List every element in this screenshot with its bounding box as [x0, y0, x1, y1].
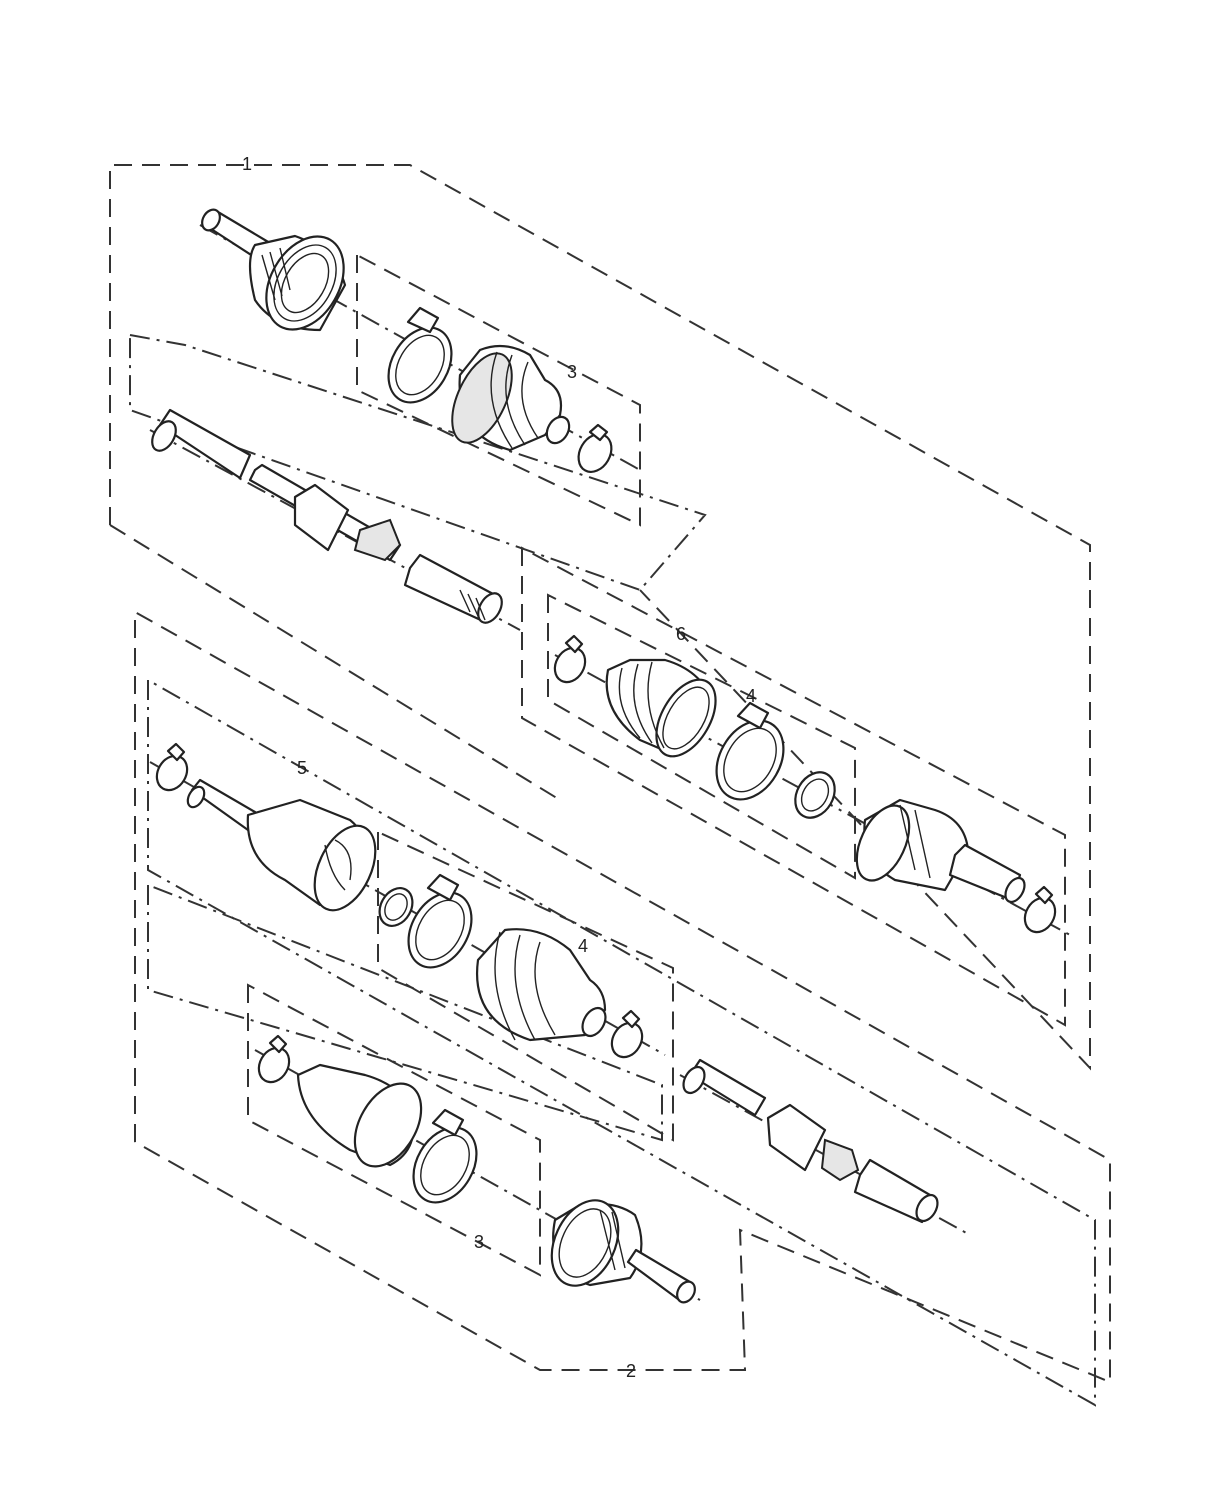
kit-outline-6 — [521, 546, 1066, 1027]
kit-outline-4-upper — [547, 593, 856, 880]
upper-inner-circlip — [1023, 885, 1057, 934]
assembly-outline-2 — [134, 610, 1111, 1384]
kit-outline-3-upper — [356, 253, 641, 527]
assembly-outline-1 — [109, 164, 1091, 1071]
upper-half-shaft — [151, 408, 503, 624]
kit6-small-clamp — [553, 634, 587, 684]
kit-outline-3-lower — [247, 983, 541, 1277]
callout-4-upper: 4 — [746, 686, 756, 706]
lower-outer-cv-joint — [550, 1199, 696, 1304]
callout-2: 2 — [626, 1361, 636, 1381]
lower-inner-tripod-housing — [186, 778, 377, 912]
kit4-upper-large-clamp — [715, 701, 785, 801]
axis-lines — [149, 224, 1071, 1301]
callout-1: 1 — [242, 154, 252, 174]
kit3-lower-large-clamp — [412, 1108, 478, 1204]
lower-outer-boot — [296, 1063, 423, 1168]
kit-outline-4-lower — [377, 830, 674, 1142]
kit-outline-5 — [129, 333, 1096, 1407]
kit3-lower-small-clamp — [257, 1034, 291, 1084]
callout-5: 5 — [297, 758, 307, 778]
kit4-upper-snap-ring — [794, 771, 836, 819]
upper-inner-tripod-joint — [855, 798, 1026, 904]
kit4-lower-snap-ring — [378, 887, 414, 927]
lower-circlip — [155, 742, 189, 792]
lower-half-shaft — [682, 1058, 939, 1224]
callout-6: 6 — [676, 624, 686, 644]
kit4-lower-small-clamp — [610, 1009, 644, 1059]
upper-outer-cv-joint — [201, 208, 347, 332]
upper-small-boot-clamp — [577, 423, 613, 473]
upper-large-boot-clamp — [387, 306, 453, 404]
callout-4-lower: 4 — [578, 936, 588, 956]
kit6-inner-boot — [605, 658, 717, 758]
callout-3-lower: 3 — [474, 1232, 484, 1252]
upper-outer-boot — [451, 344, 571, 452]
kit4-lower-large-clamp — [407, 873, 473, 969]
lower-inner-boot — [476, 928, 607, 1042]
callout-3-upper: 3 — [567, 362, 577, 382]
